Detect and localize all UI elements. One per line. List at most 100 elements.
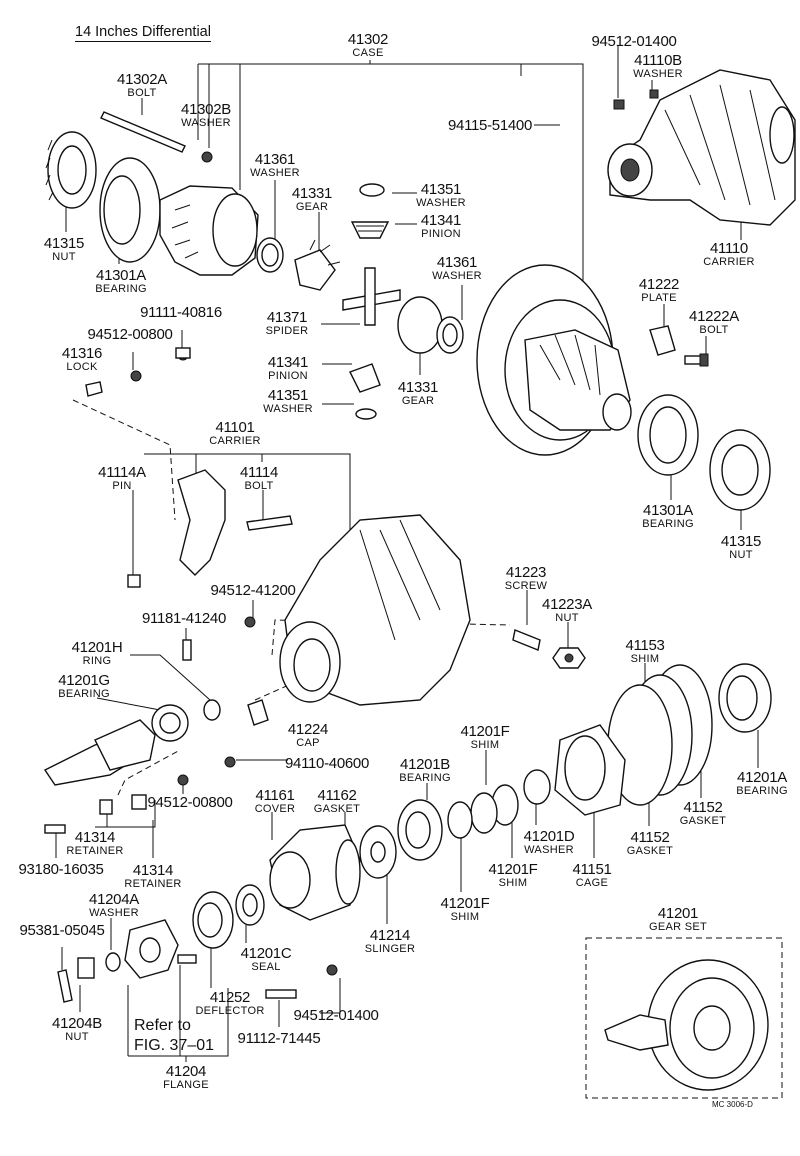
part-name: COVER	[254, 803, 296, 815]
part-number: 94512-41200	[210, 582, 296, 599]
page-title: 14 Inches Differential	[75, 24, 211, 42]
flange-group	[57, 884, 338, 1003]
part-number: 41162	[317, 787, 357, 804]
part-name: NUT	[65, 1031, 89, 1043]
part-number: 41351	[267, 387, 309, 404]
part-name: BOLT	[699, 324, 729, 336]
part-name: PINION	[268, 370, 308, 382]
part-name: BEARING	[95, 283, 147, 295]
part-number: 41201A	[737, 769, 787, 786]
part-number: 41201F	[460, 723, 510, 740]
part-number: 41110	[709, 240, 748, 257]
part-number: 41351	[420, 181, 462, 198]
part-label-p55: 95381-05045	[19, 923, 104, 938]
part-number: 41301A	[96, 267, 146, 284]
part-number: 41204	[165, 1063, 207, 1080]
leader-lines	[55, 46, 783, 1099]
part-name: GEAR	[295, 201, 329, 213]
part-name: BEARING	[58, 688, 110, 700]
part-number: 41314	[132, 862, 174, 879]
part-number: 41302	[347, 31, 389, 48]
part-number: 41201B	[400, 756, 450, 773]
part-number: 94512-01400	[293, 1007, 379, 1024]
part-name: WASHER	[263, 403, 313, 415]
part-name: SHIM	[450, 911, 480, 923]
reference-note: Refer to FIG. 37–01	[134, 1016, 214, 1056]
part-label-p31: 91181-41240	[142, 611, 226, 626]
part-number: 41201C	[240, 945, 292, 962]
part-name: BEARING	[736, 785, 788, 797]
part-name: RING	[82, 655, 112, 667]
part-label-p60: 91112-71445	[238, 1031, 321, 1046]
part-number: 41201G	[58, 672, 110, 689]
part-label-p29: 94512-41200	[210, 583, 295, 598]
part-name: NUT	[555, 612, 579, 624]
part-number: 94512-01400	[591, 33, 677, 50]
part-name: GEAR SET	[648, 921, 708, 933]
part-name: BOLT	[127, 87, 157, 99]
part-number: 41114A	[98, 464, 146, 481]
part-name: CARRIER	[703, 256, 755, 268]
part-label-p58: 94512-01400	[293, 1008, 378, 1023]
part-number: 41152	[630, 829, 670, 846]
part-number: 41110B	[634, 52, 682, 69]
part-name: NUT	[52, 251, 76, 263]
part-number: 41341	[420, 212, 462, 229]
part-number: 41314	[74, 829, 116, 846]
part-number: 94115-51400	[447, 117, 533, 134]
part-name: SHIM	[630, 653, 660, 665]
part-number: 41301A	[643, 502, 693, 519]
part-number: 41201F	[440, 895, 490, 912]
part-name: PIN	[112, 480, 132, 492]
part-number: 41224	[287, 721, 329, 738]
part-number: 41201F	[488, 861, 538, 878]
part-number: 95381-05045	[19, 922, 105, 939]
part-name: WASHER	[633, 68, 683, 80]
part-label-p5: 94115-51400	[448, 118, 532, 133]
part-name: DEFLECTOR	[195, 1005, 265, 1017]
part-number: 41341	[267, 354, 309, 371]
part-number: 41201H	[71, 639, 123, 656]
part-name: WASHER	[524, 844, 574, 856]
part-number: 41151	[572, 861, 612, 878]
part-name: CARRIER	[209, 435, 261, 447]
part-label-p37: 94110-40600	[285, 756, 369, 771]
part-name: LOCK	[66, 361, 98, 373]
part-name: FLANGE	[163, 1079, 209, 1091]
part-number: 41153	[625, 637, 665, 654]
part-number: 41114	[240, 464, 278, 481]
part-number: 41315	[43, 235, 85, 252]
part-number: 41101	[215, 419, 255, 436]
part-name: CAGE	[575, 877, 609, 889]
